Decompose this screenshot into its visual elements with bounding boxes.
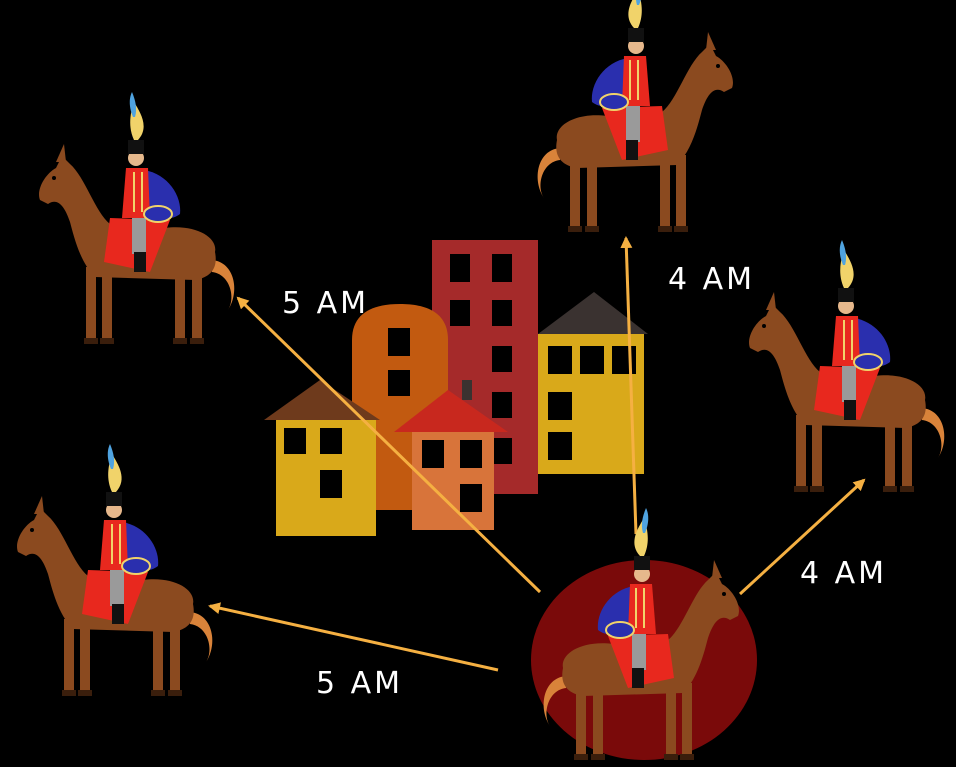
horse-rider-icon [38, 91, 236, 345]
arrow-icon [208, 602, 499, 672]
horse-rider-icon [536, 0, 734, 233]
time-label-northwest: 5 AM [282, 286, 370, 321]
time-label-north: 4 AM [668, 262, 756, 297]
town-buildings-icon [264, 240, 648, 536]
arrow-icon [236, 296, 542, 594]
time-label-east: 4 AM [800, 556, 888, 591]
arrow-icon [620, 236, 638, 535]
horse-rider-icon [16, 443, 214, 697]
arrow-icon [738, 478, 866, 596]
horse-rider-icon [748, 239, 946, 493]
time-label-west: 5 AM [316, 666, 404, 701]
